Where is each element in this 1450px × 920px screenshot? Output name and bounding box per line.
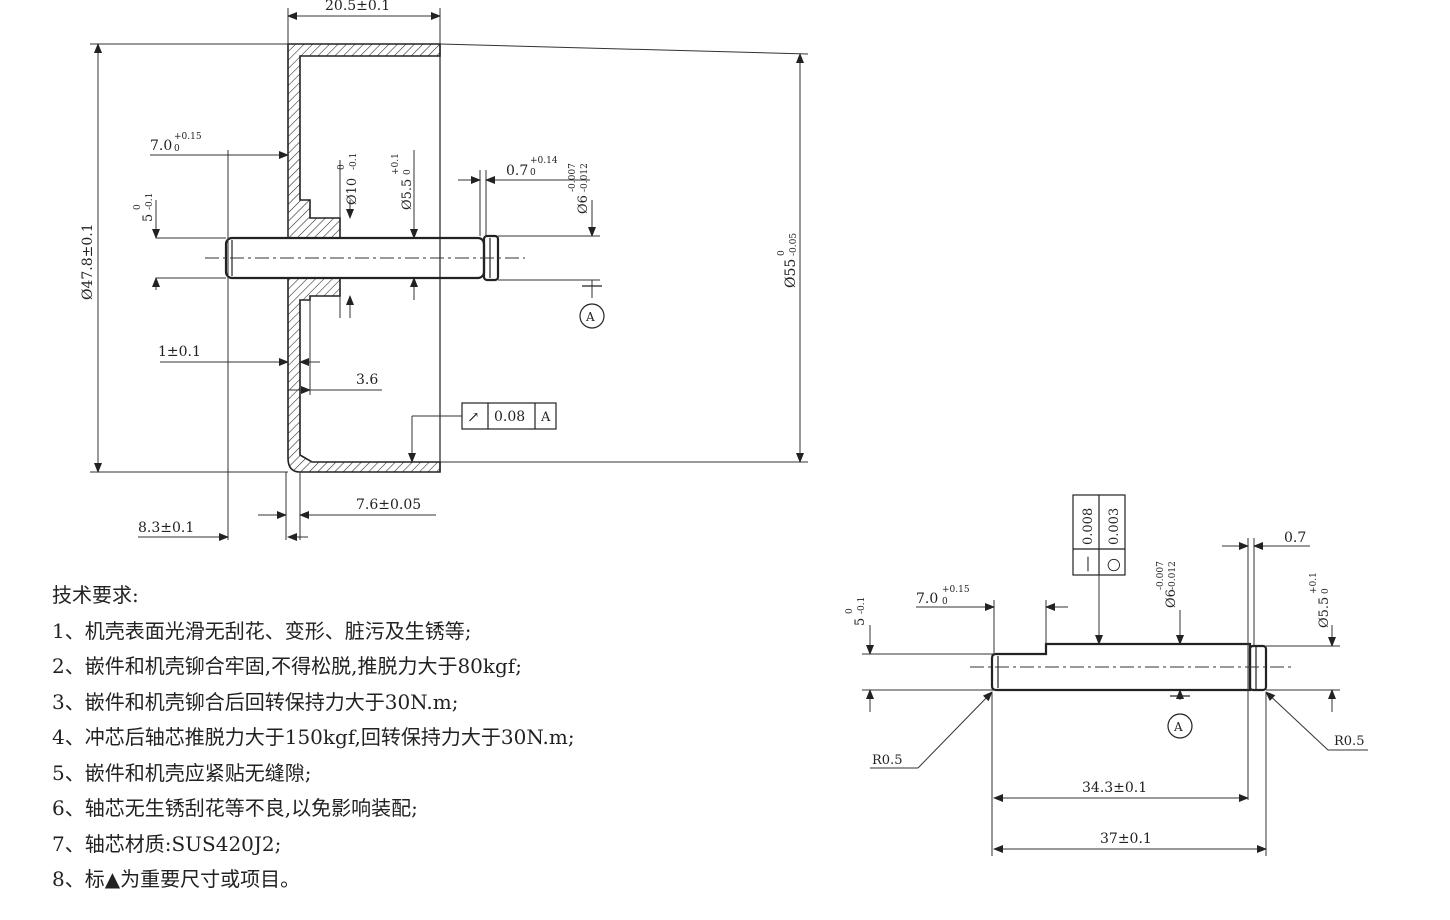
dim-outer-dia: Ø47.8±0.1 <box>80 223 96 300</box>
note-item: 2、嵌件和机壳铆合牢固,不得松脱,推脱力大于80kgf; <box>52 654 522 678</box>
dim-flange-dia: Ø55 <box>783 259 799 288</box>
shaft-dim-small-dia-upper: 0 <box>845 608 855 614</box>
dim-step: 3.6 <box>356 372 378 388</box>
shaft-datum-a-label: A <box>1173 720 1183 734</box>
dim-flange-dia-lower: -0.05 <box>789 233 799 256</box>
runout-frame: ↗ 0.08 A <box>408 402 557 463</box>
note-item: 4、冲芯后轴芯推脱力大于150kgf,回转保持力大于30N.m; <box>52 725 575 749</box>
dim-offset: 8.3±0.1 <box>138 520 194 536</box>
dim-boss-dia-lower: -0.1 <box>349 153 359 170</box>
dim-width-top: 20.5±0.1 <box>325 0 390 14</box>
shaft-dim-step-len-upper: +0.15 <box>942 585 970 595</box>
dim-boss-len: 7.0 <box>150 138 172 154</box>
dim-wall: 1±0.1 <box>158 344 201 360</box>
dim-groove-w-lower: 0 <box>530 168 536 178</box>
note-item: 5、嵌件和机壳应紧贴无缝隙; <box>52 760 312 785</box>
straightness-symbol: — <box>1077 556 1096 572</box>
shaft-radius-right: R0.5 <box>1334 734 1364 749</box>
datum-a-label: A <box>585 310 595 324</box>
circularity-value: 0.003 <box>1107 508 1122 545</box>
housing-section <box>287 43 441 239</box>
shaft-dim-end-dia-lower: 0 <box>1321 588 1331 594</box>
shaft-profile <box>990 642 1252 692</box>
dim-boss-len-lower: 0 <box>174 144 180 154</box>
dim-boss-dia-upper: 0 <box>337 164 347 170</box>
shaft-dim-length-total: 37±0.1 <box>1100 831 1152 847</box>
dim-pin-dia: Ø6 <box>576 195 591 214</box>
shaft-dim-step-len: 7.0 <box>916 591 938 607</box>
circularity-symbol: ○ <box>1103 558 1122 572</box>
dim-shaft-dia: Ø5.5 <box>400 179 415 210</box>
shaft-view: 7.0 +0.15 0 5 0 -0.1 — 0.008 ○ 0.003 Ø6 … <box>845 494 1368 856</box>
technical-requirements: 技术要求: 1、机壳表面光滑无刮花、变形、脏污及生锈等; 2、嵌件和机壳铆合牢固… <box>52 578 575 898</box>
dim-depth: 7.6±0.05 <box>356 497 421 513</box>
shaft-dim-pin-dia-lower: -0.012 <box>1168 561 1178 590</box>
note-item: 1、机壳表面光滑无刮花、变形、脏污及生锈等; <box>52 618 472 643</box>
dim-small-dia-upper: 0 <box>133 204 143 210</box>
dim-groove-w-upper: +0.14 <box>530 156 558 166</box>
shaft-dim-end-dia: Ø5.5 <box>1317 597 1332 628</box>
form-tolerance-frame: — 0.008 ○ 0.003 <box>1072 494 1126 645</box>
notes-heading: 技术要求: <box>52 583 139 607</box>
note-item: 6、轴芯无生锈刮花等不良,以免影响装配; <box>52 796 418 820</box>
shaft-dim-end-dia-upper: +0.1 <box>1309 572 1319 594</box>
dim-pin-dia-lower: -0.012 <box>580 163 590 192</box>
dim-small-dia-lower: -0.1 <box>145 193 155 210</box>
housing-view: 20.5±0.1 Ø47.8±0.1 Ø55 0 -0.05 7.0 +0.15… <box>80 0 809 541</box>
dim-boss-dia: Ø10 <box>345 178 360 205</box>
note-item: 3、嵌件和机壳铆合后回转保持力大于30N.m; <box>52 689 459 714</box>
shaft-dim-small-dia-lower: -0.1 <box>857 597 867 614</box>
dim-pin-dia-upper: -0.007 <box>568 163 578 192</box>
dim-shaft-dia-lower: 0 <box>403 169 413 175</box>
shaft-datum-a-marker <box>1167 713 1193 739</box>
runout-value: 0.08 <box>494 409 525 425</box>
shaft-dim-length-inner: 34.3±0.1 <box>1082 780 1147 796</box>
note-item: 7、轴芯材质:SUS420J2; <box>52 831 282 856</box>
dim-groove-w: 0.7 <box>506 163 528 179</box>
shaft-radius-left: R0.5 <box>872 753 902 768</box>
shaft-dim-step-len-lower: 0 <box>942 597 948 607</box>
runout-datum: A <box>540 410 551 425</box>
shaft-dim-groove: 0.7 <box>1284 530 1306 546</box>
runout-symbol: ↗ <box>467 408 480 426</box>
straightness-value: 0.008 <box>1081 508 1096 545</box>
datum-a-marker <box>579 303 605 329</box>
dim-shaft-dia-upper: +0.1 <box>391 153 401 175</box>
dim-small-dia: 5 <box>141 214 156 222</box>
shaft-dim-small-dia: 5 <box>853 618 868 626</box>
note-item: 8、标▲为重要尺寸或项目。 <box>52 867 301 891</box>
dim-flange-dia-upper: 0 <box>777 250 787 256</box>
shaft-dim-pin-dia-upper: -0.007 <box>1156 561 1166 590</box>
shaft-dim-pin-dia: Ø6 <box>1164 589 1179 608</box>
dim-boss-len-upper: +0.15 <box>174 132 202 142</box>
